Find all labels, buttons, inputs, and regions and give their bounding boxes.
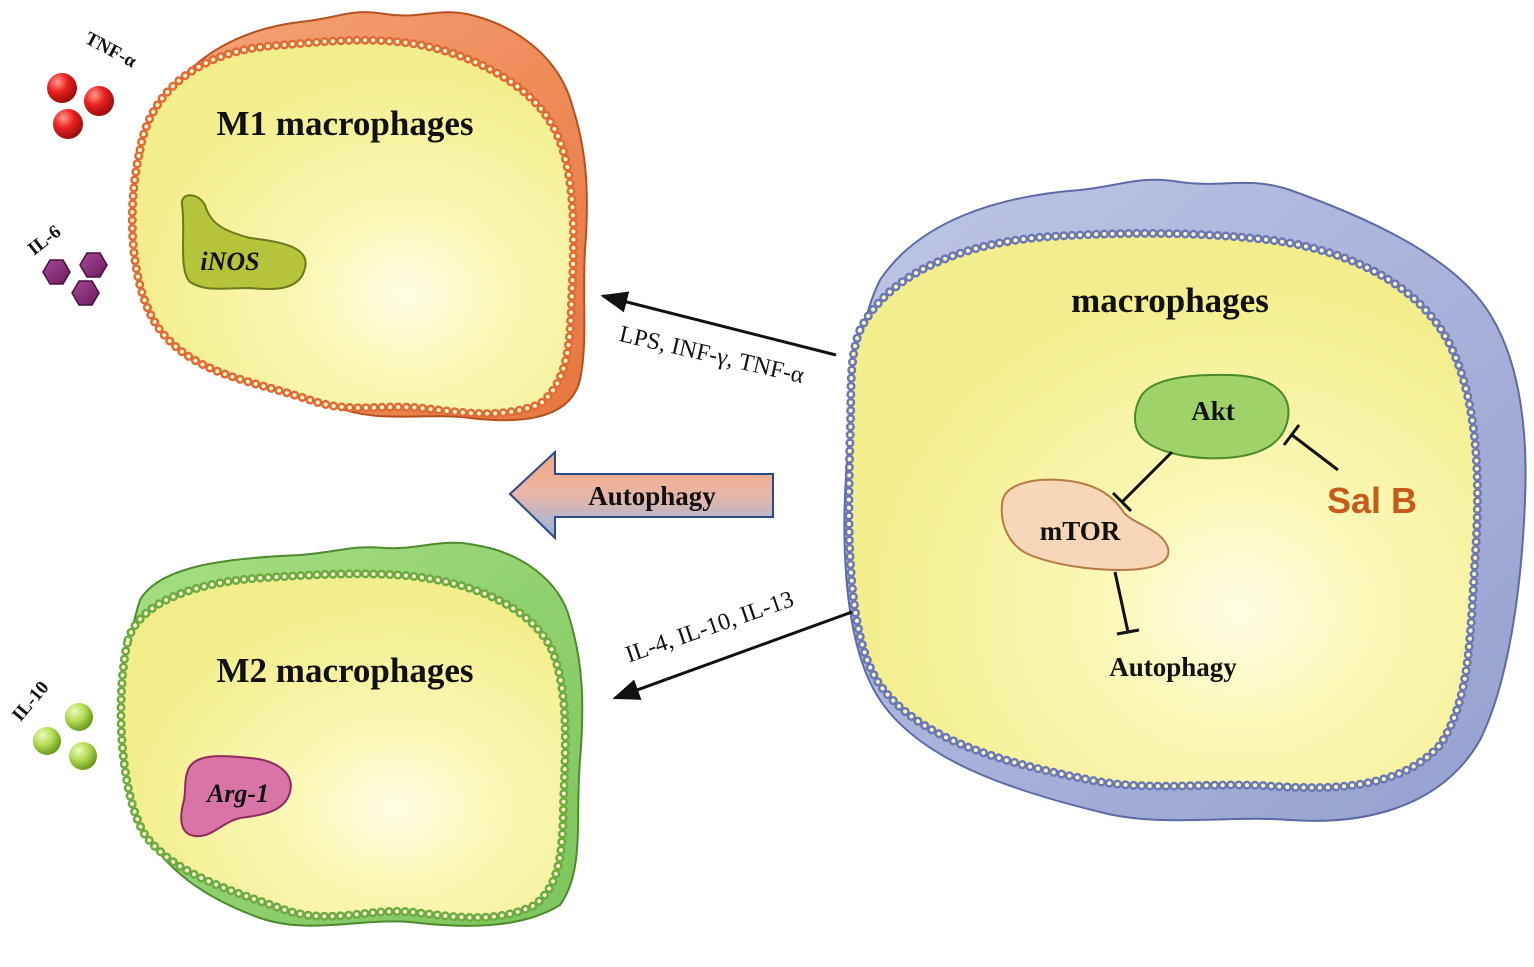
green-sphere-icon bbox=[65, 703, 93, 731]
il10-cytokine: IL-10 bbox=[8, 677, 97, 770]
green-sphere-icon bbox=[33, 727, 61, 755]
mtor-node: mTOR bbox=[1000, 478, 1170, 572]
inos-label: iNOS bbox=[200, 247, 259, 276]
tnf-alpha-cytokine: TNF-α bbox=[47, 28, 140, 139]
macrophage-title: macrophages bbox=[1071, 281, 1269, 320]
red-sphere-icon bbox=[53, 109, 83, 139]
m2-title: M2 macrophages bbox=[217, 651, 474, 690]
arg1-blob-shape bbox=[180, 755, 292, 838]
inos-organelle: iNOS bbox=[180, 194, 307, 291]
purple-hexagon-icon bbox=[42, 259, 71, 285]
m1-macrophage-cell: M1 macrophages iNOS bbox=[127, 11, 588, 422]
arg1-label: Arg-1 bbox=[205, 779, 269, 808]
central-autophagy-arrow: Autophagy bbox=[508, 449, 774, 541]
inner-autophagy-label: Autophagy bbox=[1109, 652, 1237, 682]
purple-hexagon-icon bbox=[71, 280, 100, 306]
inos-blob-shape bbox=[180, 194, 307, 291]
il6-cytokine: IL-6 bbox=[24, 221, 108, 306]
il10-label: IL-10 bbox=[8, 677, 53, 725]
m1-title: M1 macrophages bbox=[217, 104, 474, 143]
il6-label: IL-6 bbox=[24, 221, 65, 260]
arg1-organelle: Arg-1 bbox=[180, 755, 292, 838]
m2-polarization-arrow: IL-4, IL-10, IL-13 bbox=[612, 586, 853, 700]
m2-cytoplasm bbox=[116, 569, 570, 922]
purple-hexagon-icon bbox=[79, 252, 108, 278]
akt-blob-shape bbox=[1134, 373, 1290, 460]
red-sphere-icon bbox=[47, 73, 77, 103]
akt-node: Akt bbox=[1134, 373, 1290, 460]
m1-stimuli-label: LPS, INF-γ, TNF-α bbox=[617, 321, 807, 389]
mtor-inhibits-autophagy-edge bbox=[1113, 571, 1140, 636]
m1-polarization-arrow: LPS, INF-γ, TNF-α bbox=[600, 291, 837, 389]
m2-macrophage-cell: M2 macrophages Arg-1 bbox=[116, 541, 584, 927]
red-sphere-icon bbox=[84, 86, 114, 116]
salb-label: Sal B bbox=[1327, 480, 1417, 521]
salb-inhibits-akt-edge bbox=[1282, 424, 1339, 472]
green-sphere-icon bbox=[69, 742, 97, 770]
central-autophagy-label: Autophagy bbox=[588, 481, 716, 511]
macrophage-cell: macrophages Akt mTOR Sal B Autophagy bbox=[843, 178, 1527, 822]
mtor-label: mTOR bbox=[1040, 516, 1121, 546]
block-arrow-shape bbox=[508, 449, 774, 541]
tnf-alpha-label: TNF-α bbox=[81, 28, 140, 73]
m2-stimuli-label: IL-4, IL-10, IL-13 bbox=[622, 586, 797, 668]
akt-label: Akt bbox=[1191, 396, 1235, 426]
akt-inhibits-mtor-edge bbox=[1111, 450, 1174, 513]
mtor-blob-shape bbox=[1000, 478, 1170, 572]
